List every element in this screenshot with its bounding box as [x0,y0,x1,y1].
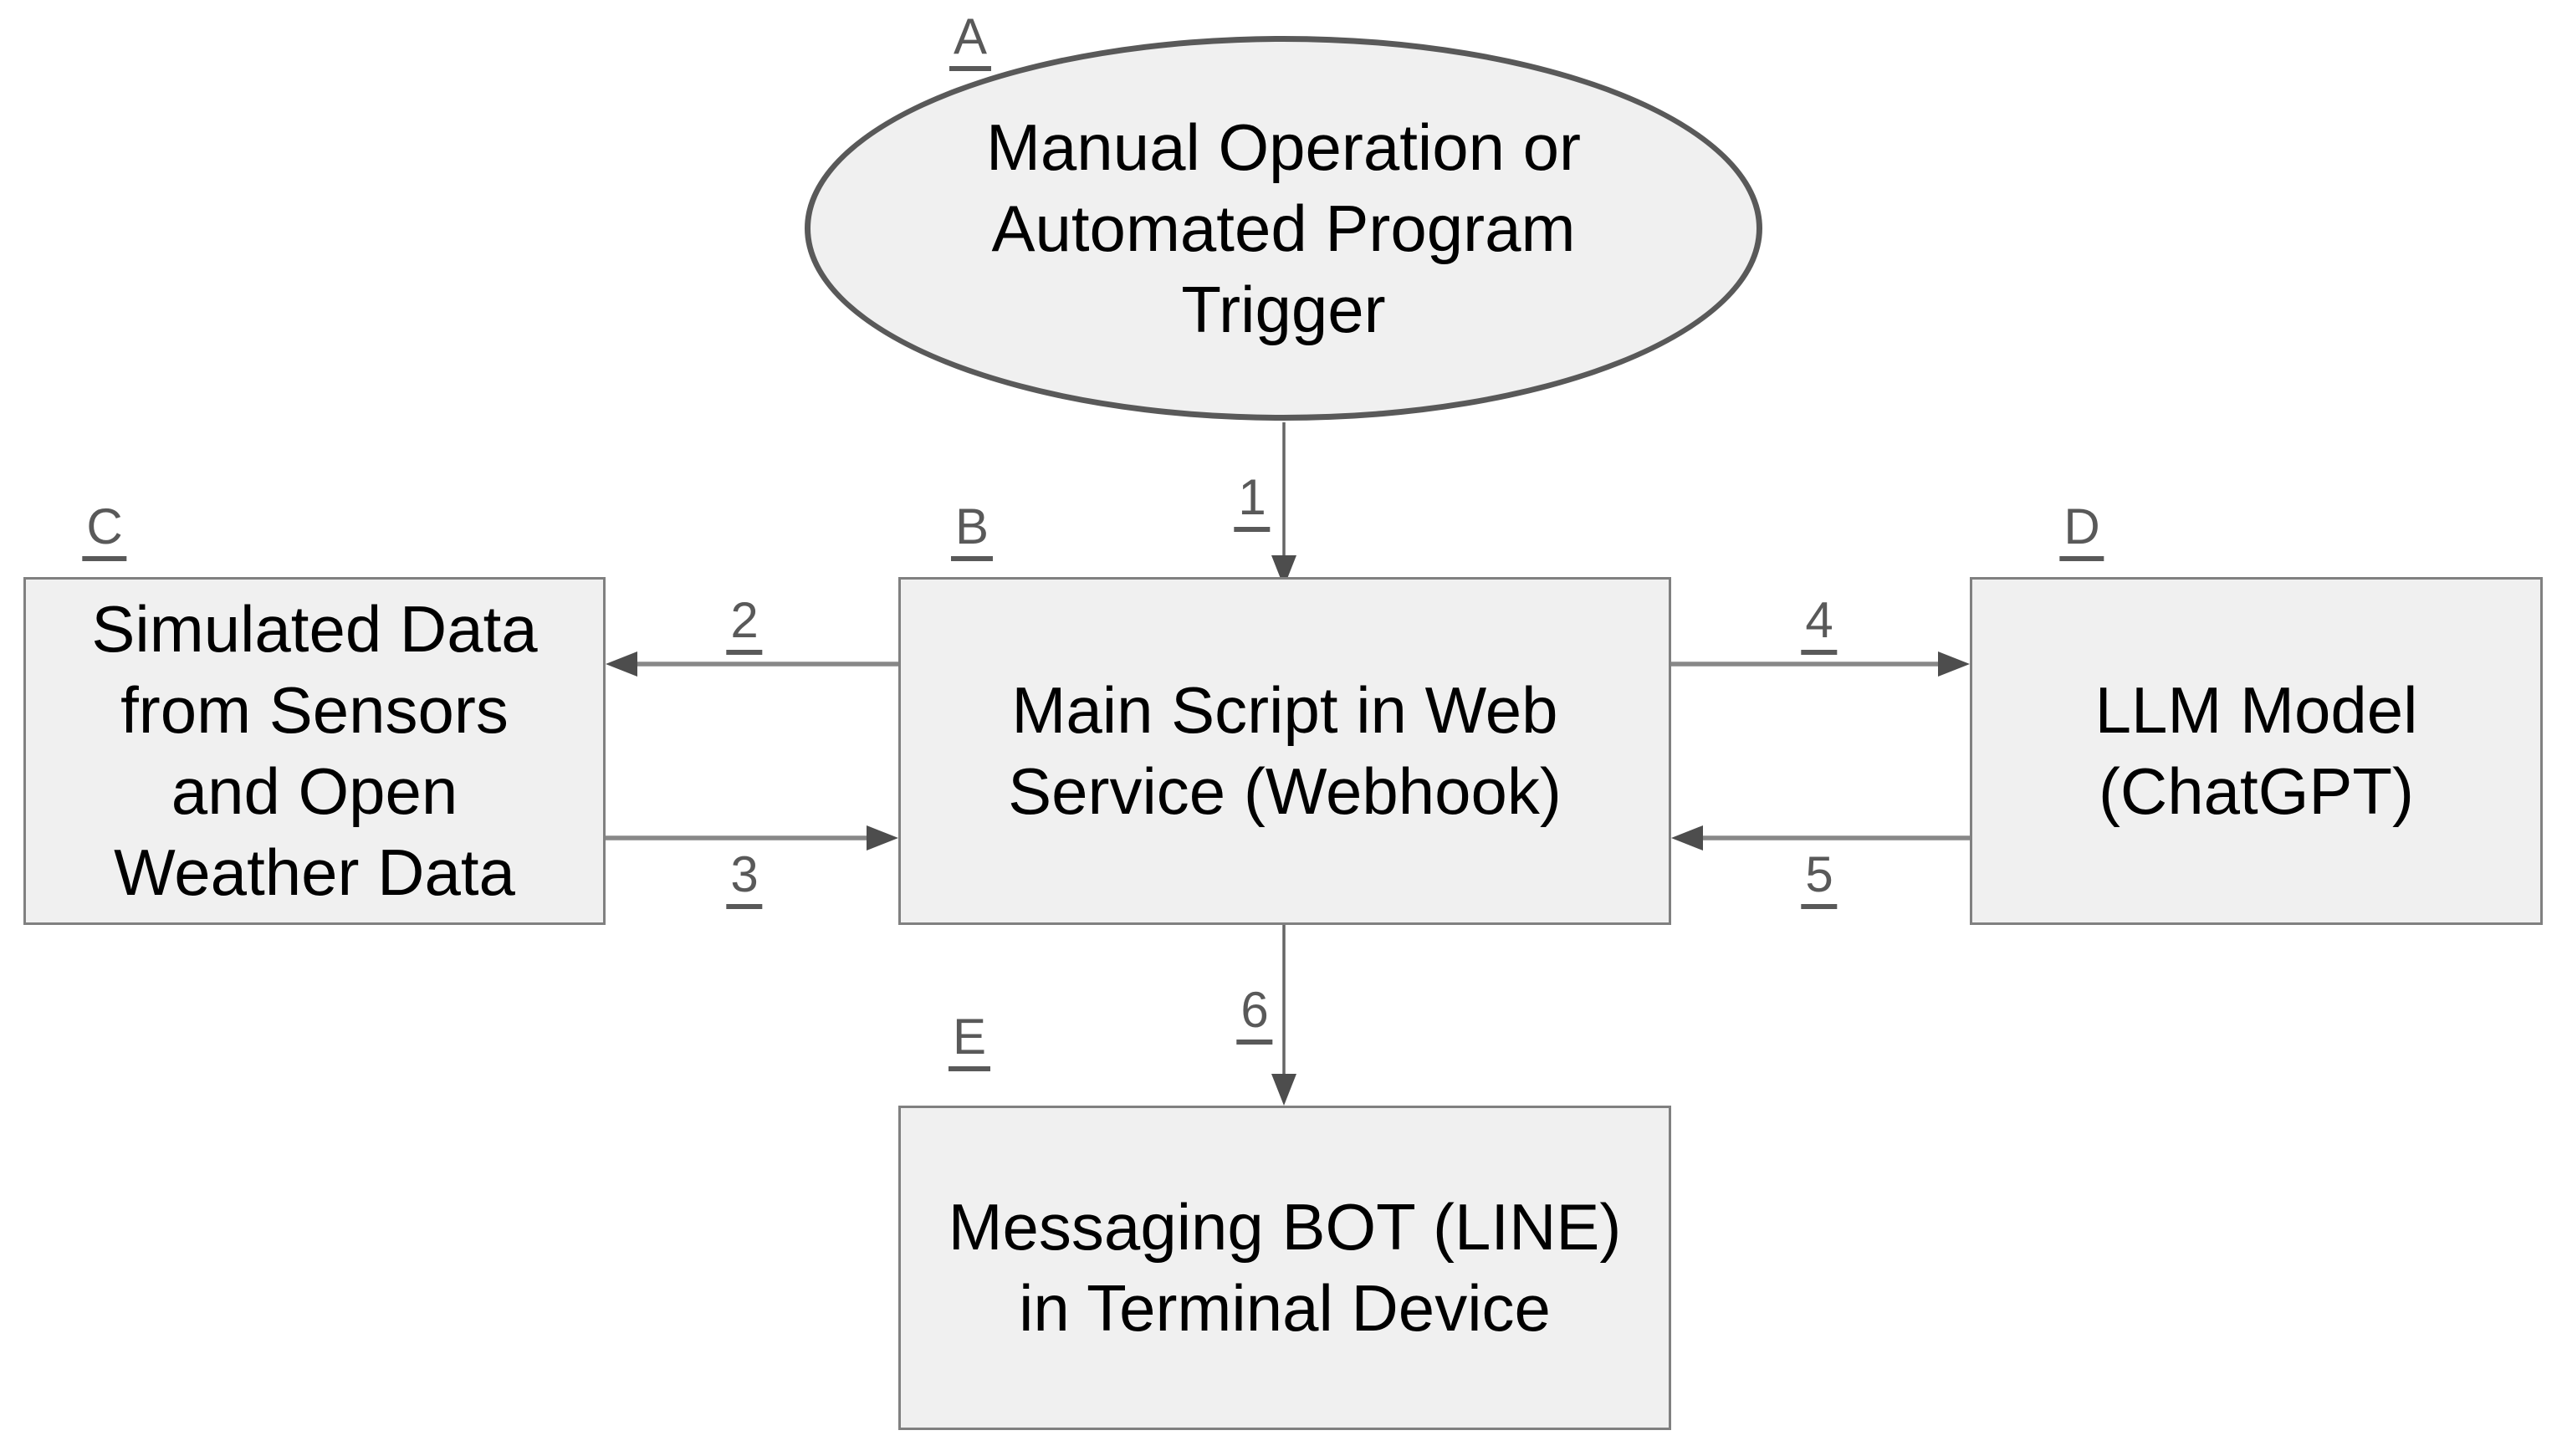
node-text-line: Manual Operation or [985,110,1582,184]
edge-3-arrowhead [867,825,898,851]
node-text-line: Main Script in Web [1011,673,1558,747]
node-text-line: and Open [171,754,458,828]
node-simulated-data-box: Simulated Data from Sensors and Open Wea… [23,577,606,925]
edge-2-arrow [606,651,898,677]
edge-label-1: 1 [1234,473,1271,532]
node-tag-e: E [948,1012,991,1071]
edge-label-5: 5 [1801,850,1838,909]
node-llm-model-text: LLM Model (ChatGPT) [2095,670,2418,832]
node-tag-c: C [82,502,127,561]
node-messaging-bot-text: Messaging BOT (LINE) in Terminal Device [949,1187,1622,1349]
node-text-line: Messaging BOT (LINE) [948,1190,1622,1264]
node-text-line: Weather Data [114,835,515,909]
edge-4-arrowhead [1938,651,1970,677]
edge-6-arrow [1271,925,1296,1106]
edge-label-6: 6 [1236,985,1273,1045]
node-main-script-box: Main Script in Web Service (Webhook) [898,577,1671,925]
node-text-line: Service (Webhook) [1008,754,1562,828]
node-messaging-bot-box: Messaging BOT (LINE) in Terminal Device [898,1106,1671,1430]
node-tag-d: D [2059,502,2104,561]
edge-4-arrow [1671,651,1970,677]
node-main-script-text: Main Script in Web Service (Webhook) [1008,670,1562,832]
node-tag-a: A [949,12,992,71]
node-tag-b: B [950,502,994,561]
edge-1-arrow [1271,422,1296,587]
node-trigger-ellipse: Manual Operation or Automated Program Tr… [805,36,1762,421]
node-llm-model-box: LLM Model (ChatGPT) [1970,577,2543,925]
node-trigger-text: Manual Operation or Automated Program Tr… [986,107,1581,350]
node-simulated-data-text: Simulated Data from Sensors and Open Wea… [91,589,537,913]
edge-label-3: 3 [726,850,763,909]
node-text-line: from Sensors [120,673,509,747]
edge-label-2: 2 [726,595,763,655]
edge-6-arrowhead [1271,1074,1296,1106]
node-text-line: (ChatGPT) [2098,754,2415,828]
edge-5-arrowhead [1671,825,1703,851]
node-text-line: LLM Model [2094,673,2418,747]
edge-label-4: 4 [1801,595,1838,655]
node-text-line: Automated Program [991,191,1576,265]
node-text-line: Simulated Data [91,592,538,666]
node-text-line: Trigger [1181,272,1386,346]
edge-2-arrowhead [606,651,637,677]
node-text-line: in Terminal Device [1019,1271,1551,1345]
